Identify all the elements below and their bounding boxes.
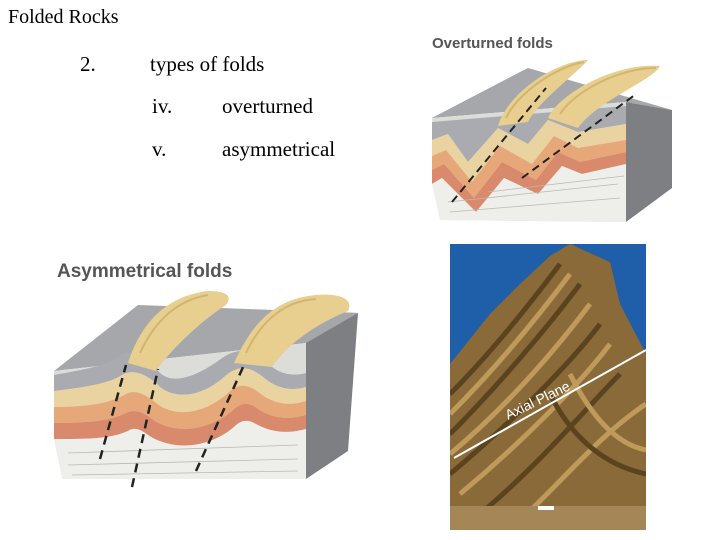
slide-title: Folded Rocks <box>8 6 119 28</box>
block-side-face <box>306 311 358 479</box>
axial-plane-line <box>453 349 646 459</box>
axial-plane-line <box>194 364 246 472</box>
axial-plane-line <box>521 93 637 179</box>
section-number: 2. <box>80 52 96 76</box>
block-side-face <box>626 102 672 222</box>
axial-plane-line <box>451 87 547 203</box>
list-numeral-v: v. <box>152 137 167 161</box>
folded-rock-photo: Axial Plane <box>450 244 646 530</box>
asymmetrical-folds-diagram <box>54 291 358 488</box>
fold-ridge-right <box>234 294 350 367</box>
fold-ridge-left <box>128 291 229 371</box>
list-item-asymmetrical: asymmetrical <box>222 137 336 161</box>
overturned-folds-diagram <box>432 60 672 222</box>
list-numeral-iv: iv. <box>152 94 173 118</box>
axial-plane-line <box>130 368 160 488</box>
list-item-overturned: overturned <box>222 94 313 118</box>
axial-plane-line <box>98 364 128 460</box>
overturned-folds-caption: Overturned folds <box>432 35 553 52</box>
scale-bar <box>538 506 554 510</box>
asymmetrical-folds-caption: Asymmetrical folds <box>57 261 233 282</box>
fold-ridge-right <box>548 65 660 128</box>
section-heading: types of folds <box>150 52 265 76</box>
fold-ridge-left <box>498 60 588 126</box>
